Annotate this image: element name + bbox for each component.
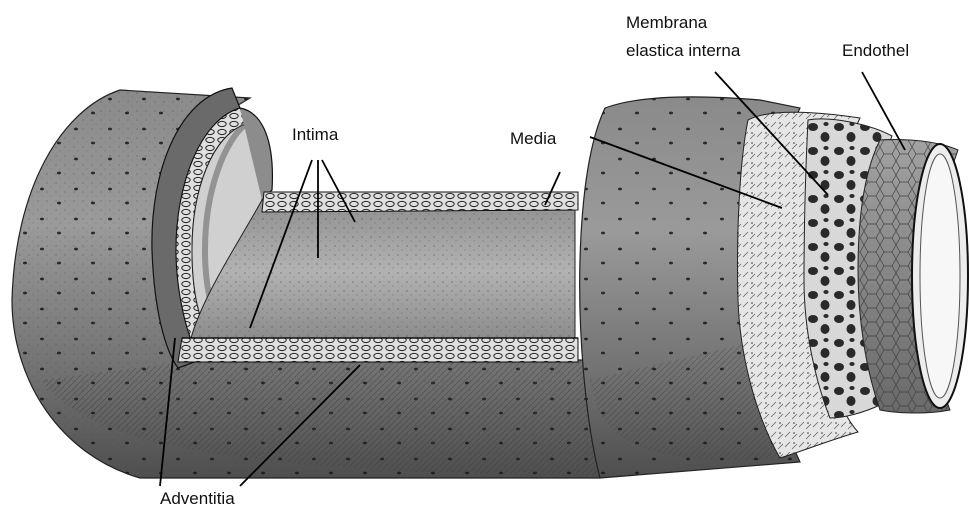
- label-membrana-line2: elastica interna: [626, 41, 741, 60]
- label-adventitia: Adventitia: [160, 489, 235, 508]
- label-membrana-line1: Membrana: [626, 13, 708, 32]
- endothel-layer: [858, 139, 968, 413]
- label-endothel: Endothel: [842, 41, 909, 60]
- label-media: Media: [510, 129, 557, 148]
- label-intima: Intima: [292, 125, 339, 144]
